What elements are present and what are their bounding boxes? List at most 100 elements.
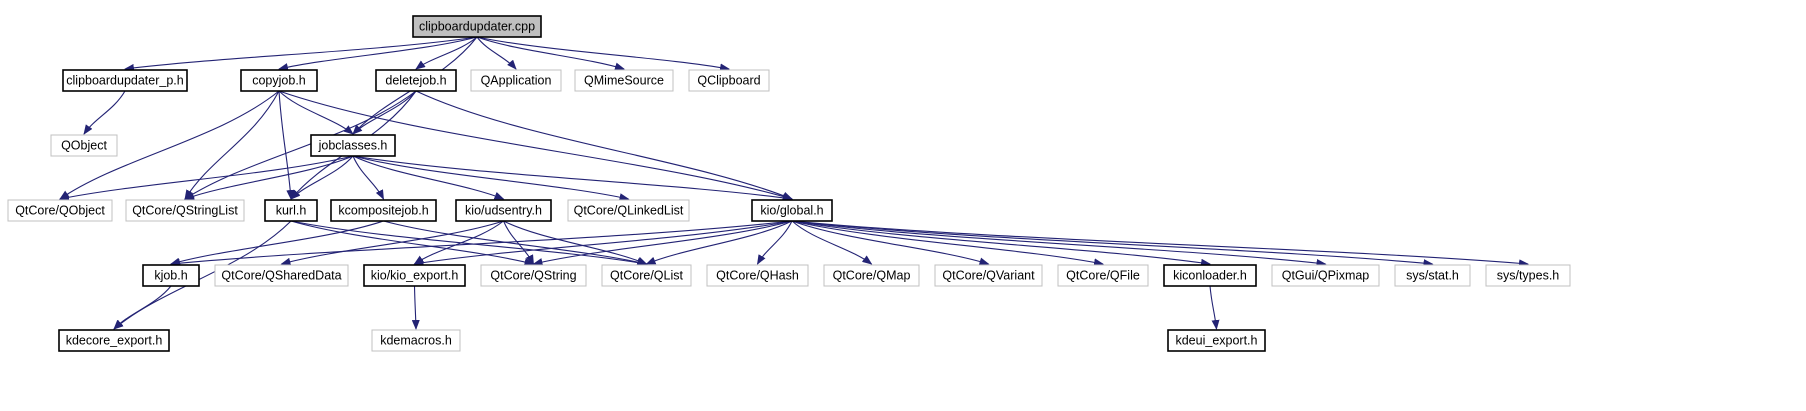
graph-node-jobclasses-h[interactable]: jobclasses.h [310,134,396,157]
graph-edge [791,220,1104,267]
node-label: QApplication [481,73,552,87]
graph-edge [791,220,873,265]
graph-node-QApplication[interactable]: QApplication [470,69,562,92]
graph-edge [791,220,1434,268]
graph-edge [1209,285,1220,330]
graph-edge [791,220,1327,267]
node-box [751,199,833,222]
node-label: QtCore/QList [610,268,683,282]
graph-node-kio-udsentry-h[interactable]: kio/udsentry.h [455,199,552,222]
node-box [574,69,674,92]
node-label: sys/stat.h [1406,268,1459,282]
graph-edge [476,36,517,70]
node-box [470,69,562,92]
graph-edge [59,90,280,200]
node-box [601,264,692,287]
graph-node-copyjob-h[interactable]: copyjob.h [240,69,318,92]
graph-edge [59,155,354,202]
graph-edge [476,36,625,71]
graph-node-QtCore-QStringList[interactable]: QtCore/QStringList [125,199,245,222]
node-box [1057,264,1149,287]
graph-node-QObject[interactable]: QObject [50,134,118,157]
node-box [706,264,809,287]
graph-node-kurl-h[interactable]: kurl.h [264,199,318,222]
graph-edge [383,220,648,266]
graph-node-kdeui-export-h[interactable]: kdeui_export.h [1167,329,1266,352]
node-label: clipboardupdater.cpp [419,19,535,33]
node-label: kio/udsentry.h [465,203,542,217]
graph-node-sys-types-h[interactable]: sys/types.h [1485,264,1571,287]
graph-node-kcompositejob-h[interactable]: kcompositejob.h [330,199,437,222]
graph-node-QMimeSource[interactable]: QMimeSource [574,69,674,92]
graph-edge [278,36,478,71]
node-label: kjob.h [154,268,187,282]
node-label: QObject [61,138,107,152]
node-label: kdemacros.h [380,333,452,347]
node-label: QClipboard [697,73,760,87]
graph-node-QtCore-QFile[interactable]: QtCore/QFile [1057,264,1149,287]
node-box [310,134,396,157]
node-label: QtCore/QVariant [942,268,1035,282]
graph-edge [532,220,793,266]
node-label: kiconloader.h [1173,268,1247,282]
graph-node-QClipboard[interactable]: QClipboard [688,69,770,92]
graph-edge [184,90,417,200]
node-label: kurl.h [276,203,307,217]
node-box [375,69,457,92]
graph-edge [124,36,478,72]
graph-node-kdemacros-h[interactable]: kdemacros.h [371,329,461,352]
graph-node-QtCore-QObject[interactable]: QtCore/QObject [7,199,113,222]
edge-layer [59,36,1529,330]
graph-edge [83,90,126,135]
node-box [363,264,466,287]
node-box [50,134,118,157]
graph-node-kjob-h[interactable]: kjob.h [142,264,200,287]
node-box [240,69,318,92]
graph-node-kiconloader-h[interactable]: kiconloader.h [1163,264,1257,287]
graph-node-QtCore-QHash[interactable]: QtCore/QHash [706,264,809,287]
node-label: QtCore/QString [490,268,576,282]
node-box [264,199,318,222]
graph-node-sys-stat-h[interactable]: sys/stat.h [1394,264,1471,287]
graph-node-kio-kio-export-h[interactable]: kio/kio_export.h [363,264,466,287]
graph-node-deletejob-h[interactable]: deletejob.h [375,69,457,92]
node-box [1271,264,1380,287]
graph-edge [352,155,384,200]
node-box [934,264,1043,287]
node-box [62,69,188,92]
node-label: QtCore/QStringList [132,203,238,217]
node-label: QtCore/QObject [15,203,105,217]
graph-edge [476,36,730,72]
graph-edge [170,220,384,266]
node-box [330,199,437,222]
graph-edge [290,220,648,267]
graph-node-kdecore-export-h[interactable]: kdecore_export.h [58,329,170,352]
graph-node-QtCore-QMap[interactable]: QtCore/QMap [823,264,920,287]
graph-edge [352,155,505,200]
graph-node-QtCore-QList[interactable]: QtCore/QList [601,264,692,287]
node-box [688,69,770,92]
graph-edge [113,285,172,330]
graph-node-QtGui-QPixmap[interactable]: QtGui/QPixmap [1271,264,1380,287]
node-label: jobclasses.h [318,138,388,152]
graph-edge [278,90,354,135]
node-box [125,199,245,222]
graph-edge [184,90,280,200]
graph-node-clipboardupdater-p-h[interactable]: clipboardupdater_p.h [62,69,188,92]
node-box [1394,264,1471,287]
node-label: clipboardupdater_p.h [66,73,183,87]
graph-node-QtCore-QVariant[interactable]: QtCore/QVariant [934,264,1043,287]
graph-edge [278,90,295,200]
node-box [58,329,170,352]
node-box [142,264,200,287]
graph-edge [503,220,648,265]
node-box [455,199,552,222]
graph-node-QtCore-QString[interactable]: QtCore/QString [480,264,587,287]
graph-node-kio-global-h[interactable]: kio/global.h [751,199,833,222]
graph-edge [791,220,1529,268]
graph-node-QtCore-QLinkedList[interactable]: QtCore/QLinkedList [567,199,690,222]
graph-node-QtCore-QSharedData[interactable]: QtCore/QSharedData [214,264,349,287]
graph-node-clipboardupdater-cpp: clipboardupdater.cpp [412,15,542,38]
